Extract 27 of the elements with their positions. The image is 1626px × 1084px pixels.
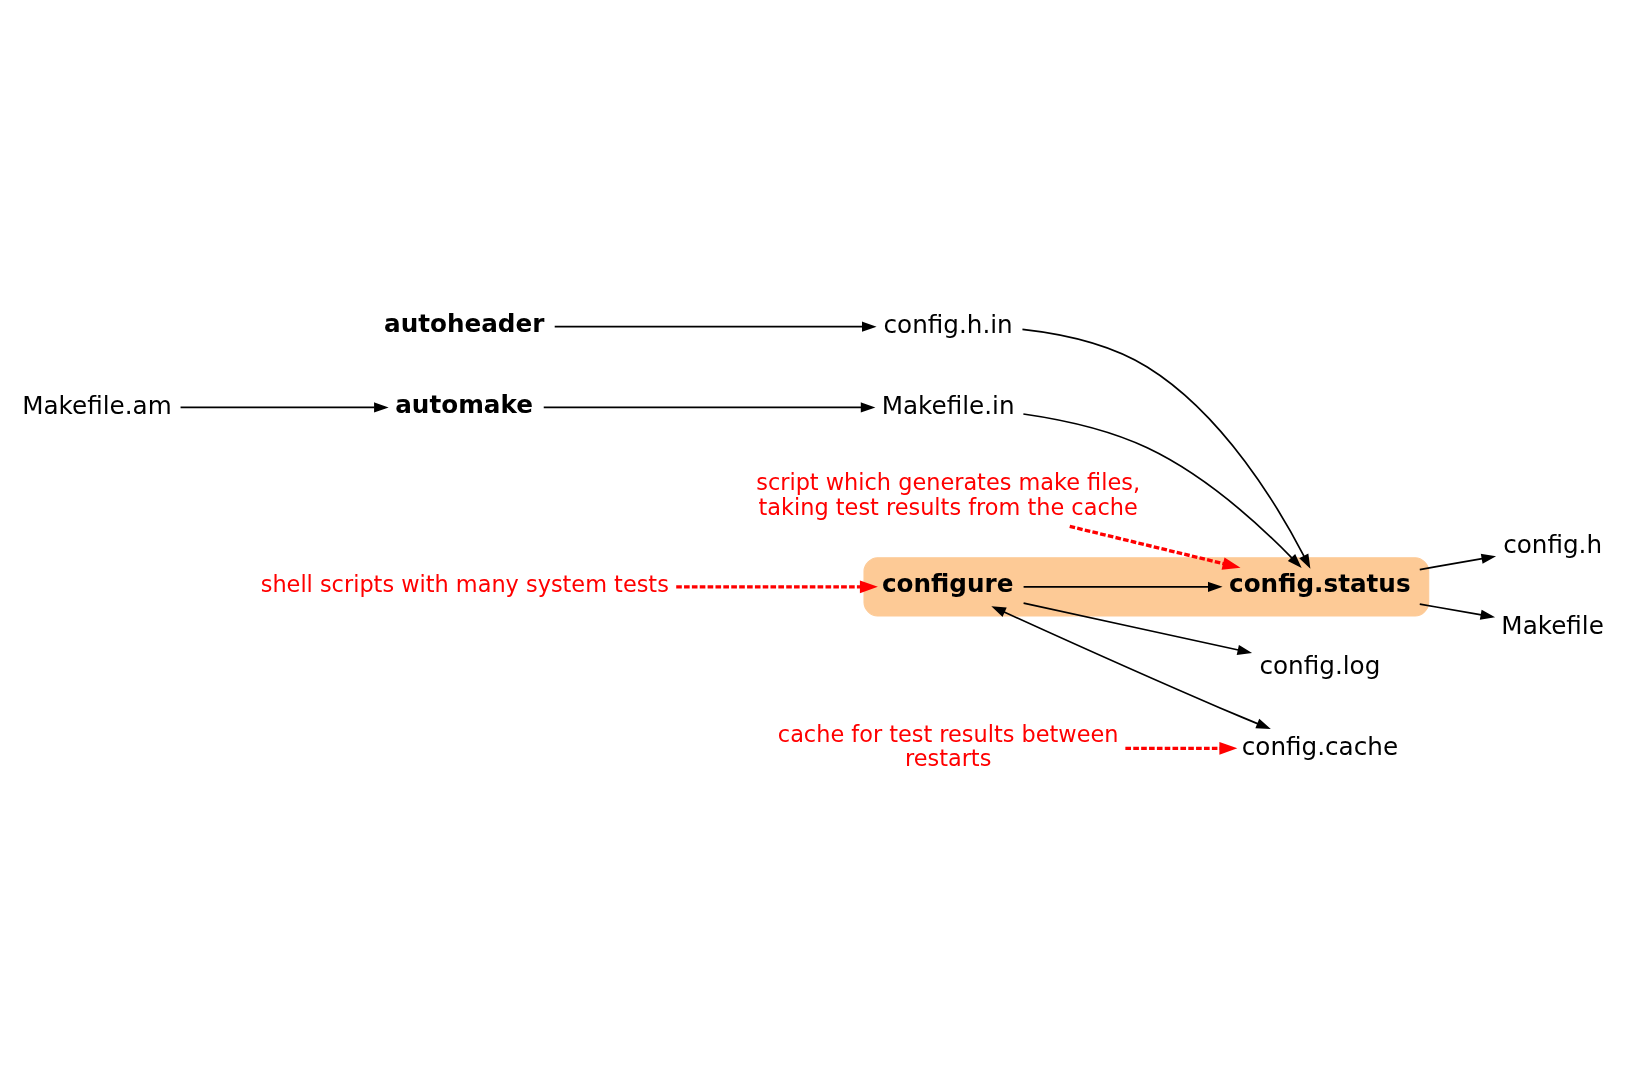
- node-text: shell scripts with many system tests: [260, 571, 669, 598]
- node-text: automake: [395, 389, 533, 419]
- arrow: [1418, 603, 1496, 620]
- node-text: configure: [881, 569, 1014, 599]
- arrow: [1125, 742, 1238, 755]
- arrow: [1418, 553, 1497, 571]
- arrow: [991, 606, 1271, 730]
- node-text: config.log: [1259, 650, 1381, 680]
- arrow: [1022, 602, 1253, 655]
- arrow: [1069, 524, 1241, 570]
- node-text: autoheader: [384, 308, 545, 338]
- arrow: [1022, 413, 1302, 568]
- arrow: [553, 321, 877, 332]
- arrow: [676, 580, 878, 594]
- node-text: script which generates make files, taking test results from the cache: [756, 469, 1141, 521]
- arrow: [179, 402, 389, 413]
- node-text: Makefile: [1501, 610, 1604, 640]
- node-text: config.h: [1503, 529, 1603, 559]
- arrow: [1022, 581, 1223, 592]
- node-text: Makefile.in: [881, 390, 1015, 420]
- node-text: Makefile.am: [22, 390, 172, 420]
- node-text: config.cache: [1241, 731, 1399, 761]
- node-text: config.status: [1229, 569, 1411, 599]
- node-text: config.h.in: [883, 309, 1013, 339]
- arrow: [542, 402, 876, 413]
- arrow: [1021, 328, 1311, 569]
- node-text: cache for test results between restarts: [777, 720, 1119, 772]
